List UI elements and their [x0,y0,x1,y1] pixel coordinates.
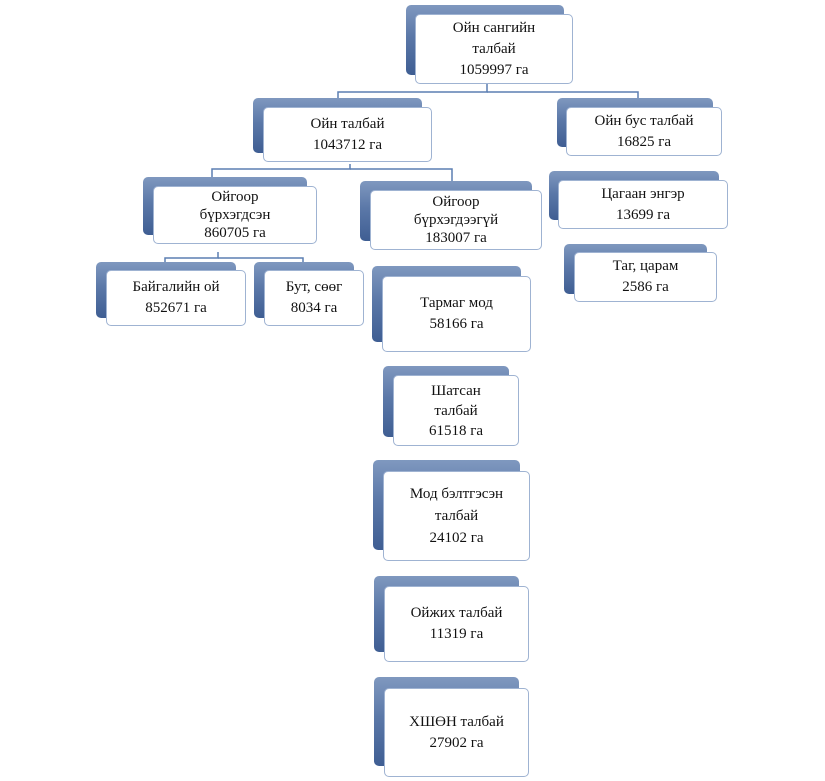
node-natural-forest: Байгалийн ой 852671 га [96,262,246,326]
node-unforested-line1: Ойгоор [432,194,480,210]
node-plantation: Тармаг мод 58166 га [372,266,531,352]
node-non-forest-area-value: 16825 га [616,133,672,150]
node-burnt-area-value: 61518 га [428,422,484,439]
node-root-line1: Ойн сангийн [452,19,536,36]
node-logged-area-line2: талбай [434,508,479,524]
node-white-sands-value: 13699 га [615,206,671,223]
node-forest-area-value: 1043712 га [312,136,383,153]
node-burnt-area: Шатсан талбай 61518 га [383,366,519,446]
node-non-forest-area-label: Ойн бус талбай [594,112,694,129]
node-pest-area: ХШӨН талбай 27902 га [374,677,529,777]
node-white-sands-label: Цагаан энгэр [601,185,685,202]
node-plantation-label: Тармаг мод [420,295,493,311]
node-rocks-cliffs: Таг, царам 2586 га [564,244,717,302]
node-root: Ойн сангийн талбай 1059997 га [406,5,573,84]
node-regeneration-area-value: 11319 га [429,626,484,642]
node-forested-line1: Ойгоор [211,189,259,205]
node-regeneration-area-label: Ойжих талбай [410,605,503,621]
node-root-value: 1059997 га [459,61,529,78]
node-regeneration-area: Ойжих талбай 11319 га [374,576,529,662]
node-forested-value: 860705 га [204,225,266,241]
node-logged-area: Мод бэлтгэсэн талбай 24102 га [373,460,530,561]
node-forested: Ойгоор бүрхэгдсэн 860705 га [143,177,317,244]
node-burnt-area-line1: Шатсан [431,382,481,399]
node-shrubs: Бут, сөөг 8034 га [254,262,364,326]
node-rocks-cliffs-value: 2586 га [622,279,669,295]
node-natural-forest-label: Байгалийн ой [132,279,220,295]
node-non-forest-area: Ойн бус талбай 16825 га [557,98,722,156]
node-burnt-area-line2: талбай [434,402,478,419]
node-unforested-value: 183007 га [425,230,487,246]
node-root-line2: талбай [472,40,516,57]
node-unforested-line2: бүрхэгдээгүй [413,212,499,228]
node-forest-area-label: Ойн талбай [310,115,385,132]
node-shrubs-value: 8034 га [290,300,338,316]
node-natural-forest-value: 852671 га [145,300,207,316]
node-rocks-cliffs-label: Таг, царам [612,258,679,274]
node-white-sands: Цагаан энгэр 13699 га [549,171,728,229]
node-pest-area-label: ХШӨН талбай [409,713,504,730]
node-logged-area-line1: Мод бэлтгэсэн [409,486,504,502]
node-forest-area: Ойн талбай 1043712 га [253,98,432,162]
node-pest-area-value: 27902 га [429,734,484,751]
node-shrubs-label: Бут, сөөг [285,279,343,295]
node-unforested: Ойгоор бүрхэгдээгүй 183007 га [360,181,542,250]
node-logged-area-value: 24102 га [429,530,484,546]
node-forested-line2: бүрхэгдсэн [199,207,271,223]
node-plantation-value: 58166 га [429,316,484,332]
